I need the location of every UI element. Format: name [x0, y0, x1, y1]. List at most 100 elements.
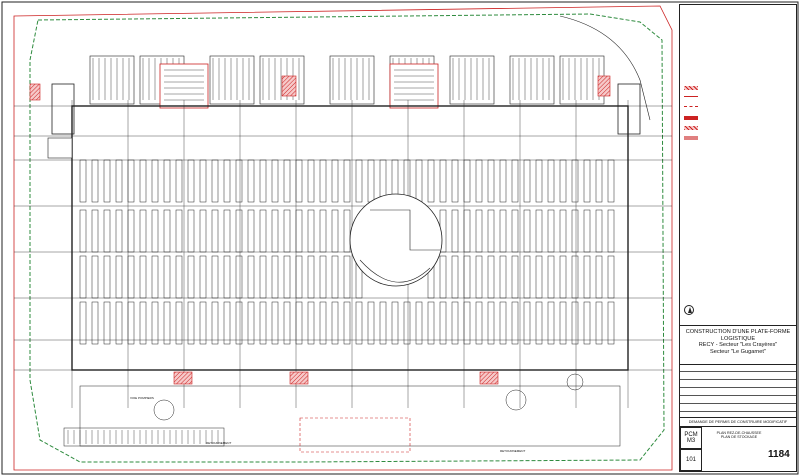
rack — [559, 209, 567, 253]
rack — [547, 255, 555, 299]
rack — [523, 209, 531, 253]
rack — [259, 255, 267, 299]
rack — [415, 301, 423, 345]
structural-grid — [14, 100, 672, 408]
tech-room-6 — [29, 83, 41, 101]
loading-docks-top — [89, 55, 605, 109]
office-block-right — [617, 83, 641, 135]
label-voie-pompiers: VOIE POMPIERS — [130, 396, 154, 400]
rack — [583, 255, 591, 299]
rack — [607, 209, 615, 253]
legend-item — [684, 85, 701, 91]
rack — [439, 159, 447, 203]
rack — [211, 301, 219, 345]
rack — [343, 209, 351, 253]
property-line — [13, 5, 673, 471]
rack — [283, 209, 291, 253]
dock-bay — [329, 55, 375, 105]
retention-basin — [299, 417, 411, 453]
rack — [571, 255, 579, 299]
rack — [223, 255, 231, 299]
rack — [451, 301, 459, 345]
legend-item — [684, 135, 701, 141]
sheet-code: 101 — [685, 457, 696, 463]
north-arrow-icon — [684, 305, 694, 315]
guard-circle — [566, 373, 584, 391]
legend-item — [684, 95, 701, 101]
legend-item — [684, 125, 701, 131]
access-road — [559, 15, 651, 121]
label-retournement-1: RETOURNEMENT — [206, 441, 231, 445]
rack — [91, 301, 99, 345]
dock-bay — [509, 55, 555, 105]
rack — [319, 209, 327, 253]
rack — [235, 209, 243, 253]
sheet-id: 1184 — [768, 449, 790, 460]
rack — [451, 209, 459, 253]
rack — [355, 159, 363, 203]
rack — [499, 255, 507, 299]
legend-swatch — [684, 86, 698, 90]
rack — [127, 255, 135, 299]
rack — [595, 159, 603, 203]
rack — [187, 209, 195, 253]
rack — [115, 255, 123, 299]
rack — [307, 209, 315, 253]
rack — [223, 301, 231, 345]
rack — [343, 159, 351, 203]
rack — [199, 301, 207, 345]
rack — [475, 209, 483, 253]
rack — [571, 209, 579, 253]
rack — [367, 159, 375, 203]
doc-prefix: PCM — [684, 432, 698, 438]
rack — [271, 159, 279, 203]
rack — [571, 301, 579, 345]
rack — [235, 301, 243, 345]
rack — [247, 209, 255, 253]
rack — [235, 159, 243, 203]
revision-table — [680, 367, 796, 415]
tech-room-1 — [173, 371, 193, 385]
rack — [583, 301, 591, 345]
rack — [211, 255, 219, 299]
rack — [271, 301, 279, 345]
roundabout-left — [153, 399, 175, 421]
rack — [487, 301, 495, 345]
sheet-code-cell: 101 — [680, 449, 702, 471]
rack — [103, 301, 111, 345]
rack — [343, 255, 351, 299]
rack — [103, 255, 111, 299]
rack — [427, 159, 435, 203]
rack — [295, 159, 303, 203]
stair-core — [389, 63, 439, 109]
rack — [391, 301, 399, 345]
rack — [523, 159, 531, 203]
rack — [523, 255, 531, 299]
rack — [511, 255, 519, 299]
rack — [271, 209, 279, 253]
rack — [127, 301, 135, 345]
rack — [319, 159, 327, 203]
rack — [115, 301, 123, 345]
rack — [547, 159, 555, 203]
rack — [475, 159, 483, 203]
rack — [247, 301, 255, 345]
parking-area — [63, 427, 225, 447]
title-line-3: RECY - Secteur "Les Crayères" — [698, 342, 778, 349]
rack — [223, 209, 231, 253]
rack — [535, 301, 543, 345]
rack — [415, 159, 423, 203]
rack — [499, 209, 507, 253]
site-boundary — [29, 13, 665, 463]
rack — [127, 209, 135, 253]
rack — [283, 255, 291, 299]
rack — [451, 159, 459, 203]
rack — [307, 255, 315, 299]
rack — [103, 209, 111, 253]
rack — [559, 159, 567, 203]
rack — [175, 301, 183, 345]
rack — [247, 255, 255, 299]
legend-swatch — [684, 96, 698, 100]
plan-title-2: PLAN DE STOCKAGE — [720, 435, 758, 439]
